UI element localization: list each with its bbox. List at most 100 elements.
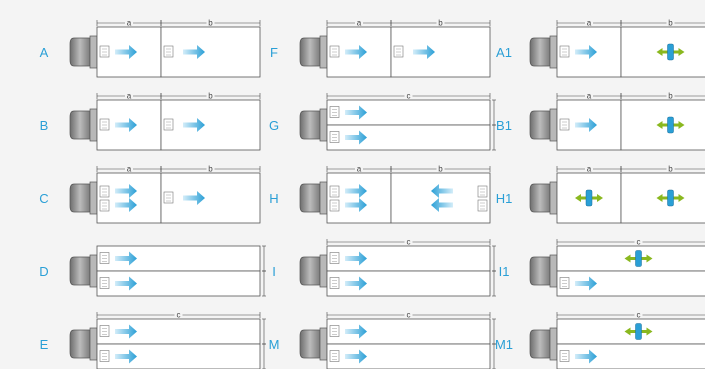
rear-door-icon — [99, 118, 110, 131]
flow-arrow-icon — [115, 349, 137, 364]
flow-arrow-icon — [575, 118, 597, 132]
tractor-coupling — [89, 35, 98, 69]
flow-arrow-icon — [345, 276, 367, 291]
flow-arrow-icon — [575, 276, 597, 291]
rear-door-icon — [559, 118, 570, 131]
unit-icon — [635, 323, 642, 340]
dimension-c-label: c — [637, 311, 641, 320]
tractor-coupling — [319, 108, 328, 142]
flow-arrow-icon — [431, 198, 453, 212]
rear-door-icon — [329, 131, 340, 143]
flow-arrow-icon — [345, 130, 367, 145]
dimension-c-label: c — [407, 92, 411, 101]
dimension-a-label: a — [127, 19, 132, 28]
dimension-a-label: a — [587, 165, 592, 174]
config-i: Ic — [272, 237, 496, 297]
rear-door-icon — [559, 350, 570, 362]
config-h1: H1 a b — [496, 164, 705, 224]
green-arrow-icon — [656, 121, 663, 129]
flow-arrow-icon — [575, 45, 597, 59]
rear-door-icon — [393, 45, 404, 58]
config-a: Aa b — [40, 18, 261, 78]
rear-door-icon — [99, 325, 110, 337]
config-label: A — [40, 45, 49, 60]
flow-arrow-icon — [345, 105, 367, 120]
unit-icon — [667, 43, 674, 61]
dimension-c-label: c — [637, 238, 641, 247]
green-arrow-icon — [656, 194, 663, 202]
trailer-box-b — [390, 172, 491, 224]
trailer-box-b — [390, 26, 491, 78]
config-label: E — [40, 337, 49, 352]
tractor-cab — [69, 110, 91, 140]
tractor-coupling — [319, 181, 328, 215]
tractor-coupling — [319, 327, 328, 361]
config-label: I1 — [499, 264, 510, 279]
flow-arrow-icon — [115, 184, 137, 198]
flow-arrow-icon — [183, 191, 205, 205]
green-arrow-icon — [678, 121, 685, 129]
tractor-coupling — [89, 327, 98, 361]
trailer-box-b — [160, 26, 261, 78]
config-label: H1 — [496, 191, 513, 206]
dimension-b-label: b — [208, 19, 213, 28]
rear-door-icon — [329, 185, 340, 198]
tractor-coupling — [549, 181, 558, 215]
rear-door-icon — [99, 45, 110, 58]
flow-arrow-icon — [183, 45, 205, 59]
dimension-c-label: c — [407, 311, 411, 320]
rear-door-icon — [329, 45, 340, 58]
flow-arrow-icon — [115, 198, 137, 212]
rear-door-icon — [477, 199, 488, 212]
config-g: Gc — [269, 91, 496, 151]
dimension-b-label: b — [668, 165, 673, 174]
tractor-cab — [299, 329, 321, 359]
green-arrow-icon — [678, 48, 685, 56]
rear-door-icon — [329, 199, 340, 212]
config-m: Mc — [269, 310, 496, 369]
flow-arrow-icon — [413, 45, 435, 59]
rear-door-icon — [329, 252, 340, 264]
config-label: D — [39, 264, 48, 279]
tractor-cab — [529, 183, 551, 213]
config-label: C — [39, 191, 48, 206]
dimension-a-label: a — [357, 19, 362, 28]
unit-icon — [585, 189, 593, 207]
rear-door-icon — [99, 252, 110, 264]
tractor-coupling — [549, 108, 558, 142]
flow-arrow-icon — [345, 349, 367, 364]
unit-icon — [667, 189, 674, 207]
config-d: D — [39, 245, 266, 297]
rear-door-icon — [163, 118, 174, 131]
dimension-a-label: a — [127, 92, 132, 101]
tractor-coupling — [549, 35, 558, 69]
trailer-box-b — [160, 99, 261, 151]
green-arrow-icon — [624, 327, 631, 336]
green-arrow-icon — [597, 194, 603, 202]
config-i1: I1 c — [499, 237, 705, 297]
rear-door-icon — [559, 45, 570, 58]
trailer-deck-lower — [96, 343, 261, 369]
dimension-b-label: b — [208, 92, 213, 101]
tractor-coupling — [549, 254, 558, 288]
tractor-cab — [299, 256, 321, 286]
green-arrow-icon — [624, 254, 631, 263]
green-arrow-icon — [575, 194, 581, 202]
tractor-cab — [299, 37, 321, 67]
dimension-b-label: b — [438, 19, 443, 28]
config-label: H — [269, 191, 278, 206]
tractor-cab — [299, 183, 321, 213]
tractor-cab — [529, 256, 551, 286]
config-label: M1 — [495, 337, 513, 352]
tractor-coupling — [319, 35, 328, 69]
dimension-b-label: b — [438, 165, 443, 174]
flow-arrow-icon — [345, 184, 367, 198]
unit-icon — [635, 250, 642, 267]
flow-arrow-icon — [115, 324, 137, 339]
dimension-a-label: a — [127, 165, 132, 174]
trailer-box-b — [160, 172, 261, 224]
